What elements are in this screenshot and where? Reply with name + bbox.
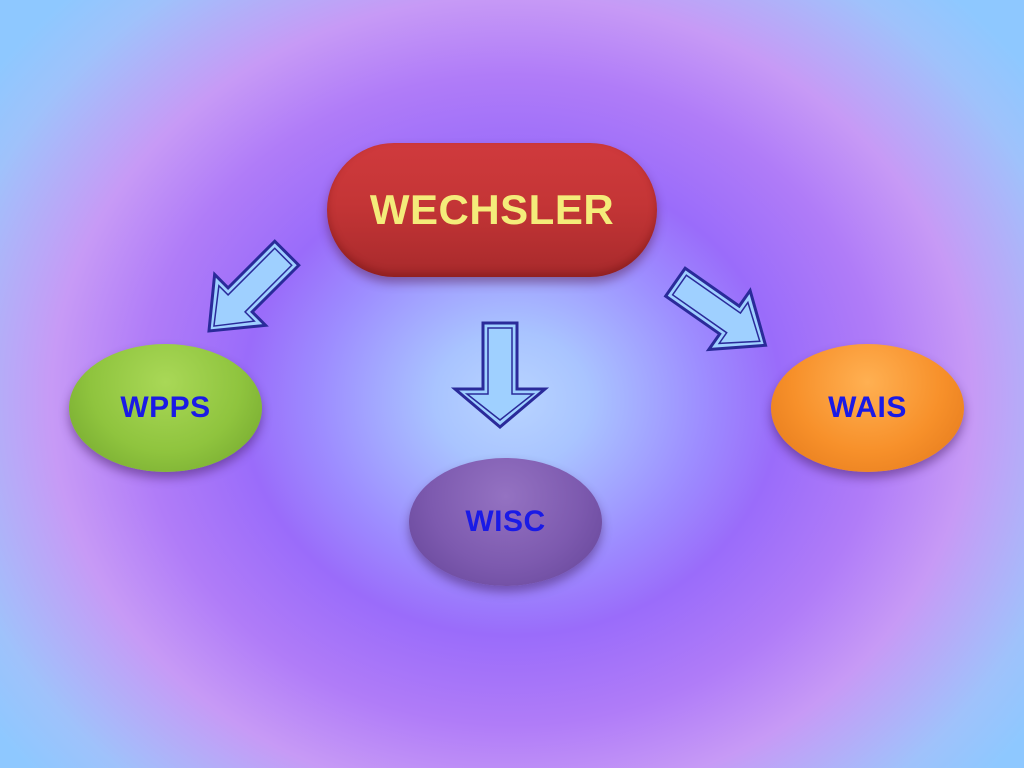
child-node-wisc: WISC: [409, 458, 602, 586]
child-node-wais: WAIS: [771, 344, 964, 472]
root-node-label: WECHSLER: [369, 186, 615, 233]
child-node-label: WAIS: [828, 391, 907, 424]
root-node-wechsler: WECHSLER: [327, 143, 657, 277]
child-node-label: WISC: [465, 505, 546, 538]
child-node-label: WPPS: [120, 391, 211, 424]
child-node-wpps: WPPS: [69, 344, 262, 472]
